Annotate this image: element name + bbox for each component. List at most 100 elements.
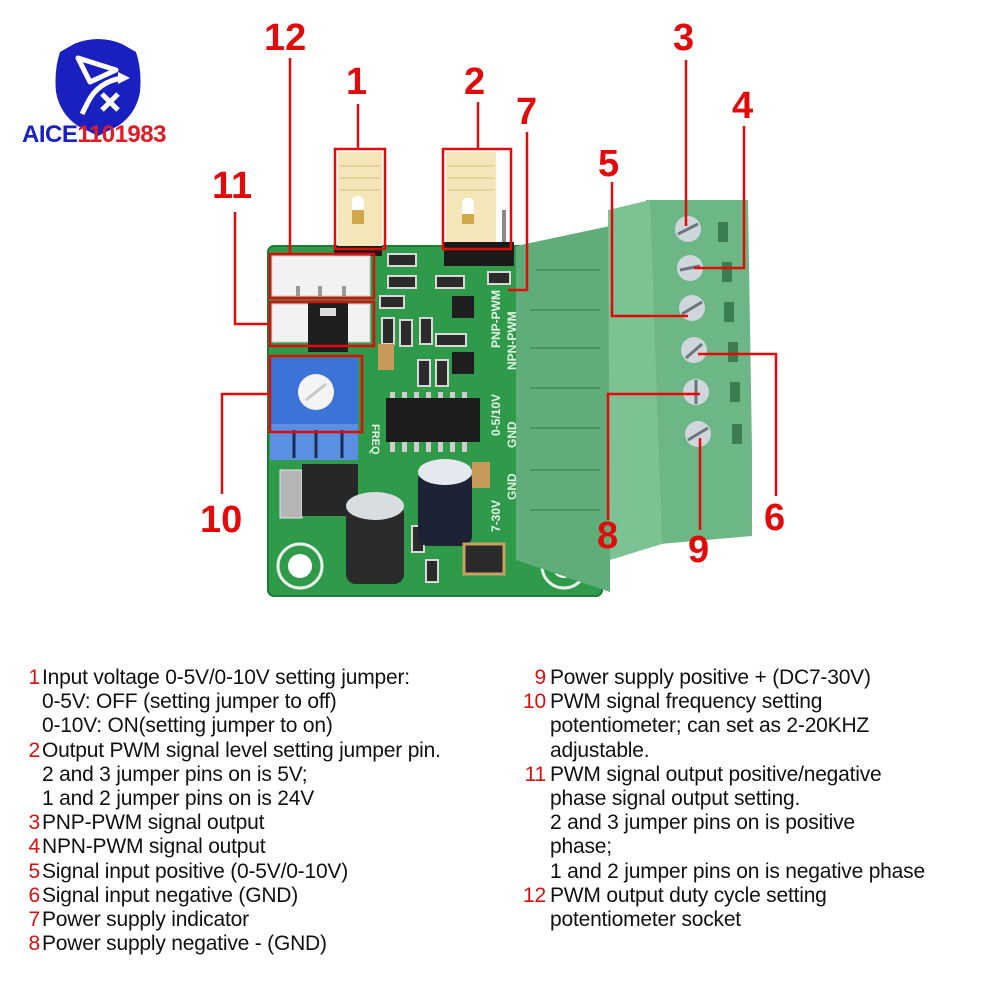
phase-jumper-socket [271,302,371,352]
legend-item-detail: phase signal output setting. [518,787,998,811]
legend-item-detail: potentiometer socket [518,908,998,932]
legend-item-number: 5 [28,859,41,883]
legend-line-text: adjustable. [550,738,650,762]
legend-item-text: 4NPN-PWM signal output [22,835,512,859]
legend-item-detail: adjustable. [518,739,998,763]
legend-item-number: 12 [523,883,546,907]
legend-item-detail: potentiometer; can set as 2-20KHZ [518,714,998,738]
legend-item-number: 6 [28,883,41,907]
legend-left: 1Input voltage 0-5V/0-10V setting jumper… [22,666,512,956]
smd-components [379,253,511,583]
transistor [452,352,474,374]
legend-item-number: 11 [524,762,547,786]
silk-freq: FREQ [369,424,381,455]
silk-gnd: GND [505,473,519,500]
shield-logo-icon [55,39,141,136]
legend-item: 4NPN-PWM signal output [22,835,512,859]
legend-line-text: Signal input negative (GND) [42,883,299,907]
terminal-screw [685,421,711,447]
capacitor [418,459,472,546]
legend-item-number: 1 [28,666,41,689]
legend-line-text: Input voltage 0-5V/0-10V setting jumper: [42,666,410,689]
legend-line-text: phase signal output setting. [550,787,801,811]
callout-11: 11 [212,165,252,207]
legend-item-number: 9 [534,666,547,689]
brand-name: AICE1101983 [22,121,166,148]
duty-cycle-socket [271,255,371,297]
callout-3: 3 [673,17,694,59]
callout-10: 10 [200,499,242,541]
terminal-block [516,200,752,592]
legend-line-text: potentiometer; can set as 2-20KHZ [550,714,870,738]
ic-chip [386,392,480,452]
capacitor [346,492,404,584]
callout-8: 8 [597,515,618,557]
legend-item-number: 7 [28,908,41,932]
legend-line-text: potentiometer socket [550,908,741,932]
legend-item-detail: 0-5V: OFF (setting jumper to off) [22,690,512,714]
callout-7: 7 [516,91,537,133]
legend-line-text: 2 and 3 jumper pins on is positive [550,811,855,835]
frequency-potentiometer [270,358,358,460]
legend-item-text: 3PNP-PWM signal output [22,811,512,835]
callout-2: 2 [464,61,485,103]
legend-item-number: 4 [28,835,41,859]
callout-box-12 [268,252,376,300]
legend-item-number: 8 [28,932,41,956]
legend-item-text: 2Output PWM signal level setting jumper … [22,739,512,763]
legend-line-text: phase; [550,835,612,859]
legend-item: 1Input voltage 0-5V/0-10V setting jumper… [22,666,512,739]
terminal-screw [679,295,705,321]
legend-item-number: 10 [523,690,546,714]
legend-item-detail: phase; [518,835,998,859]
legend-item: 7Power supply indicator [22,908,512,932]
callout-numbers: 1 2 3 4 5 6 7 8 9 10 11 12 [200,17,785,571]
legend-line-text: 0-10V: ON(setting jumper to on) [42,714,333,738]
legend-line-text: 2 and 3 jumper pins on is 5V; [42,762,308,786]
mounting-hole [276,542,324,590]
legend-line-text: PWM signal output positive/negative [550,762,882,786]
terminal-screw [681,337,707,363]
silk-supply-range: 7-30V [489,500,503,532]
callout-5: 5 [598,143,619,185]
voltage-regulator [279,464,358,519]
input-voltage-jumper [334,152,382,256]
legend-line-text: Power supply indicator [42,908,249,932]
legend-item-text: 1Input voltage 0-5V/0-10V setting jumper… [22,666,512,690]
legend-item-text: 7Power supply indicator [22,908,512,932]
legend-item: 6Signal input negative (GND) [22,884,512,908]
silk-input-range: 0-5/10V [489,394,503,436]
legend-item: 3PNP-PWM signal output [22,811,512,835]
legend-line-text: Power supply positive + (DC7-30V) [550,666,871,689]
legend-line-text: Signal input positive (0-5V/0-10V) [42,859,349,883]
legend-item-detail: 1 and 2 jumper pins on is negative phase [518,860,998,884]
silk-gnd: GND [505,421,519,448]
legend-line-text: NPN-PWM signal output [42,835,266,859]
legend-item-number: 3 [28,811,41,835]
legend-line-text: 0-5V: OFF (setting jumper to off) [42,690,337,714]
legend-item: 8Power supply negative - (GND) [22,932,512,956]
legend-item-detail: 1 and 2 jumper pins on is 24V [22,787,512,811]
legend-line-text: 1 and 2 jumper pins on is negative phase [550,859,925,883]
legend-line-text: Output PWM signal level setting jumper p… [42,738,441,762]
silk-npn-pwm: NPN-PWM [505,311,519,370]
legend-line-text: PWM signal frequency setting [550,690,823,714]
legend-line-text: PNP-PWM signal output [42,811,265,835]
legend-item: 2Output PWM signal level setting jumper … [22,739,512,812]
legend-item-detail: 2 and 3 jumper pins on is positive [518,811,998,835]
brand-logo: AICE1101983 [22,39,167,148]
pwm-module-diagram: PNP-PWM NPN-PWM 0-5/10V GND GND 7-30V FR… [200,17,785,597]
legend-item-text: 6Signal input negative (GND) [22,884,512,908]
callout-1: 1 [346,61,367,103]
legend-item: 5Signal input positive (0-5V/0-10V) [22,860,512,884]
callout-6: 6 [764,497,785,539]
legend-line-text: PWM output duty cycle setting [550,883,827,907]
